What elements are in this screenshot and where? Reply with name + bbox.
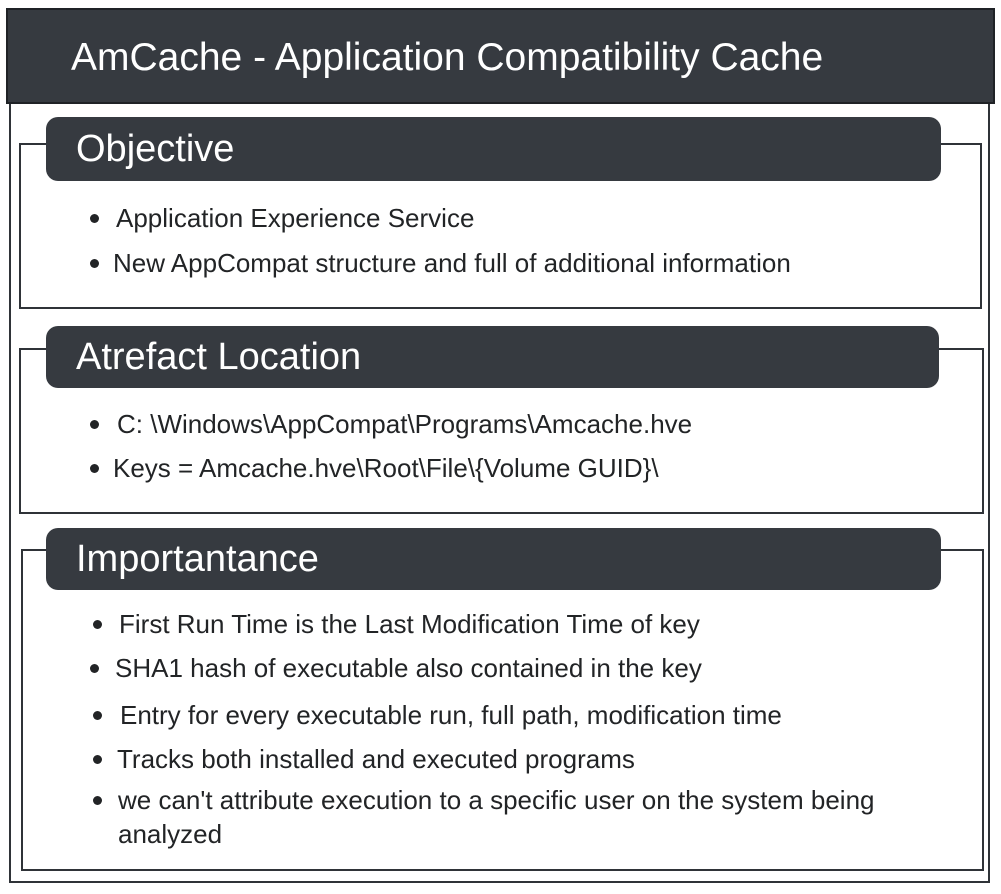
- bullet-dot-icon: [90, 214, 99, 223]
- section-importance-box: [21, 549, 984, 871]
- section-location-title: Atrefact Location: [76, 336, 362, 378]
- bullet-dot-icon: [90, 664, 99, 673]
- section-objective-title: Objective: [76, 128, 235, 170]
- section-objective-header: Objective: [46, 117, 941, 181]
- bullet-dot-icon: [90, 420, 99, 429]
- bullet-dot-icon: [93, 755, 102, 764]
- bullet-dot-icon: [93, 620, 102, 629]
- page-title: AmCache - Application Compatibility Cach…: [71, 36, 824, 79]
- title-bar: AmCache - Application Compatibility Cach…: [6, 8, 995, 104]
- section-importance-header: Importantance: [46, 528, 941, 590]
- bullet-dot-icon: [93, 711, 102, 720]
- bullet-dot-icon: [90, 464, 99, 473]
- section-location-header: Atrefact Location: [46, 326, 939, 388]
- bullet-dot-icon: [93, 796, 102, 805]
- section-importance-title: Importantance: [76, 538, 319, 580]
- bullet-dot-icon: [90, 259, 99, 268]
